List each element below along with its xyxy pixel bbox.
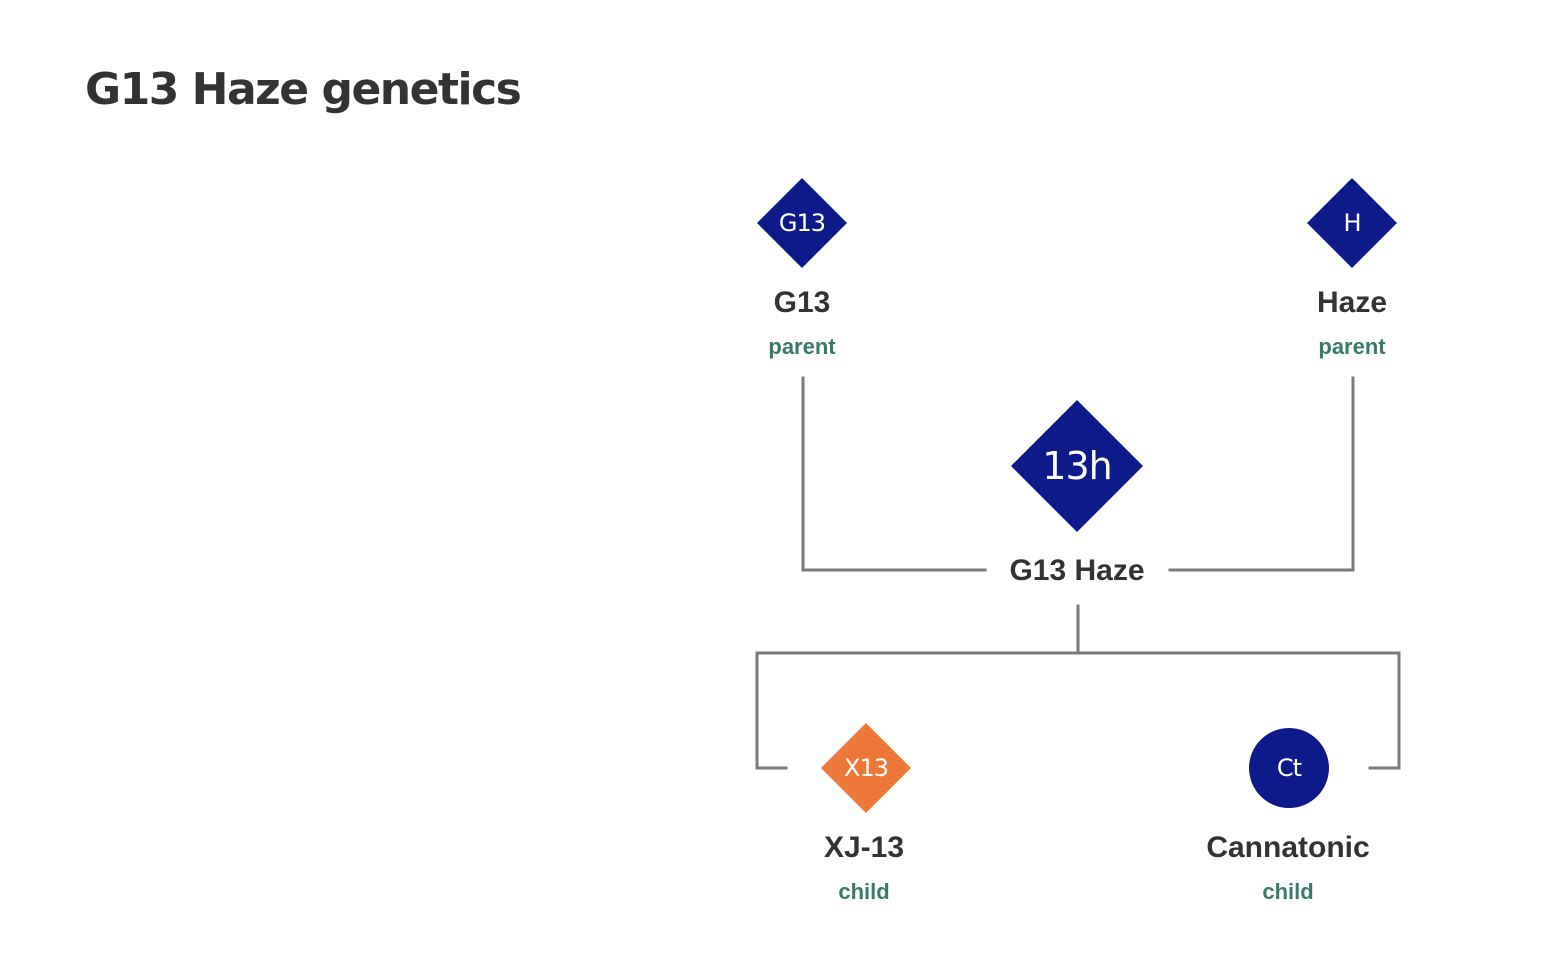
haze-name: Haze — [1317, 286, 1387, 319]
xj13-role: child — [838, 879, 889, 904]
focus-node-g13-haze[interactable]: 13h G13 Haze — [1009, 400, 1145, 587]
haze-diamond-icon — [1307, 178, 1397, 268]
connector-parent-right — [1168, 376, 1355, 572]
xj13-name: XJ-13 — [824, 831, 904, 864]
g13-diamond-icon — [757, 178, 847, 268]
g13-name: G13 — [774, 286, 831, 319]
connector-parent-left — [801, 376, 987, 572]
connector-child-left — [755, 651, 788, 770]
parent-node-haze[interactable]: H Haze parent — [1307, 178, 1397, 359]
cannatonic-circle-icon — [1249, 728, 1329, 808]
cannatonic-badge-label: Ct — [1277, 754, 1302, 782]
focus-name: G13 Haze — [1009, 554, 1144, 587]
haze-badge-label: H — [1343, 209, 1360, 237]
child-node-cannatonic[interactable]: Ct Cannatonic child — [1206, 728, 1370, 904]
child-node-xj13[interactable]: X13 XJ-13 child — [821, 723, 911, 904]
parent-node-g13[interactable]: G13 G13 parent — [757, 178, 847, 359]
cannatonic-name: Cannatonic — [1206, 831, 1369, 864]
xj13-diamond-icon — [821, 723, 911, 813]
connector-child-right — [1368, 651, 1401, 770]
haze-role: parent — [1318, 334, 1386, 359]
g13-badge-label: G13 — [779, 209, 825, 237]
page-title: G13 Haze genetics — [85, 64, 522, 115]
focus-badge-label: 13h — [1042, 444, 1111, 488]
focus-diamond-icon — [1011, 400, 1143, 532]
xj13-badge-label: X13 — [844, 754, 888, 782]
cannatonic-role: child — [1262, 879, 1313, 904]
g13-role: parent — [768, 334, 836, 359]
